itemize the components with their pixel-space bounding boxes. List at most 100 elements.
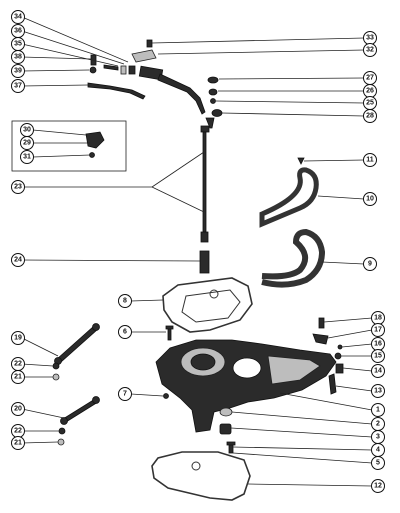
svg-text:21: 21 (14, 440, 22, 447)
callout-13: 13 (371, 384, 385, 398)
part-retainer-clip-32 (131, 49, 157, 63)
callout-14: 14 (371, 364, 385, 378)
svg-text:15: 15 (374, 353, 382, 360)
callout-5: 5 (371, 456, 385, 470)
callout-16: 16 (371, 337, 385, 351)
callout-29: 29 (20, 136, 34, 150)
callout-23: 23 (11, 180, 25, 194)
svg-text:27: 27 (366, 75, 374, 82)
svg-text:14: 14 (374, 368, 382, 375)
callout-26: 26 (363, 84, 377, 98)
svg-text:36: 36 (14, 28, 22, 35)
callout-18: 18 (371, 311, 385, 325)
callout-25: 25 (363, 96, 377, 110)
svg-text:39: 39 (14, 68, 22, 75)
callout-6: 6 (118, 325, 132, 339)
part-link-rod-37 (87, 82, 146, 100)
callout-22-lower: 22 (11, 424, 25, 438)
svg-text:3: 3 (376, 434, 380, 441)
svg-text:29: 29 (23, 140, 31, 147)
svg-text:26: 26 (366, 88, 374, 95)
svg-text:35: 35 (14, 41, 22, 48)
callout-3: 3 (371, 430, 385, 444)
callout-37: 37 (11, 79, 25, 93)
svg-text:33: 33 (366, 35, 374, 42)
svg-text:10: 10 (366, 196, 374, 203)
part-washer-22b (58, 427, 66, 435)
svg-text:22: 22 (14, 361, 22, 368)
svg-text:28: 28 (366, 113, 374, 120)
callout-33: 33 (363, 31, 377, 45)
part-screw-33 (146, 39, 153, 48)
svg-text:31: 31 (23, 154, 31, 161)
callout-39: 39 (11, 64, 25, 78)
callout-28: 28 (363, 109, 377, 123)
svg-text:17: 17 (374, 327, 382, 334)
svg-text:16: 16 (374, 341, 382, 348)
part-link-rod-19 (54, 323, 100, 365)
part-seal-10 (259, 167, 319, 228)
callout-10: 10 (363, 192, 377, 206)
svg-text:8: 8 (123, 298, 127, 305)
svg-text:1: 1 (376, 407, 380, 414)
svg-text:34: 34 (14, 14, 22, 21)
inset-detail-box (11, 120, 127, 172)
callout-7: 7 (118, 387, 132, 401)
callout-31: 31 (20, 150, 34, 164)
callout-12: 12 (371, 479, 385, 493)
svg-text:30: 30 (23, 127, 31, 134)
part-shift-rod-23 (200, 117, 215, 243)
part-seal-9 (261, 228, 326, 288)
svg-text:25: 25 (366, 100, 374, 107)
part-shift-coupler-24 (199, 250, 210, 274)
callout-35: 35 (11, 37, 25, 51)
callout-15: 15 (371, 349, 385, 363)
svg-text:20: 20 (14, 406, 22, 413)
part-washer-22a (52, 362, 60, 370)
svg-text:12: 12 (374, 483, 382, 490)
callout-34: 34 (11, 10, 25, 24)
callout-38: 38 (11, 50, 25, 64)
part-clip-21b (57, 438, 65, 446)
part-gasket-8 (162, 277, 253, 333)
callout-1: 1 (371, 403, 385, 417)
callout-27: 27 (363, 71, 377, 85)
callout-19: 19 (11, 331, 25, 345)
part-screw-6 (165, 325, 174, 341)
callout-21-lower: 21 (11, 436, 25, 450)
part-small-parts-34-36 (120, 65, 136, 75)
callout-32: 32 (363, 43, 377, 57)
callout-21-upper: 21 (11, 370, 25, 384)
callout-11: 11 (363, 153, 377, 167)
svg-text:9: 9 (368, 261, 372, 268)
svg-text:32: 32 (366, 47, 374, 54)
svg-text:38: 38 (14, 54, 22, 61)
svg-text:11: 11 (366, 157, 374, 164)
svg-text:19: 19 (14, 335, 22, 342)
callout-17: 17 (371, 323, 385, 337)
part-screw-11 (297, 157, 305, 165)
svg-text:5: 5 (376, 460, 380, 467)
leader-lines (21, 16, 373, 487)
part-pin-7 (163, 393, 169, 399)
svg-text:24: 24 (14, 257, 22, 264)
svg-text:23: 23 (14, 184, 22, 191)
svg-text:6: 6 (123, 329, 127, 336)
callout-24: 24 (11, 253, 25, 267)
part-gasket-12 (151, 451, 251, 501)
part-bushings-25-28 (207, 76, 223, 117)
callout-22-upper: 22 (11, 357, 25, 371)
part-shift-lever-bracket (138, 65, 206, 115)
callout-9: 9 (363, 257, 377, 271)
part-main-housing-1 (155, 339, 337, 433)
svg-text:4: 4 (376, 447, 380, 454)
svg-text:37: 37 (14, 83, 22, 90)
callout-2: 2 (371, 417, 385, 431)
callout-20: 20 (11, 402, 25, 416)
part-washers-2-5 (219, 407, 236, 454)
svg-text:13: 13 (374, 388, 382, 395)
svg-text:2: 2 (376, 421, 380, 428)
callout-30: 30 (20, 123, 34, 137)
callout-8: 8 (118, 294, 132, 308)
